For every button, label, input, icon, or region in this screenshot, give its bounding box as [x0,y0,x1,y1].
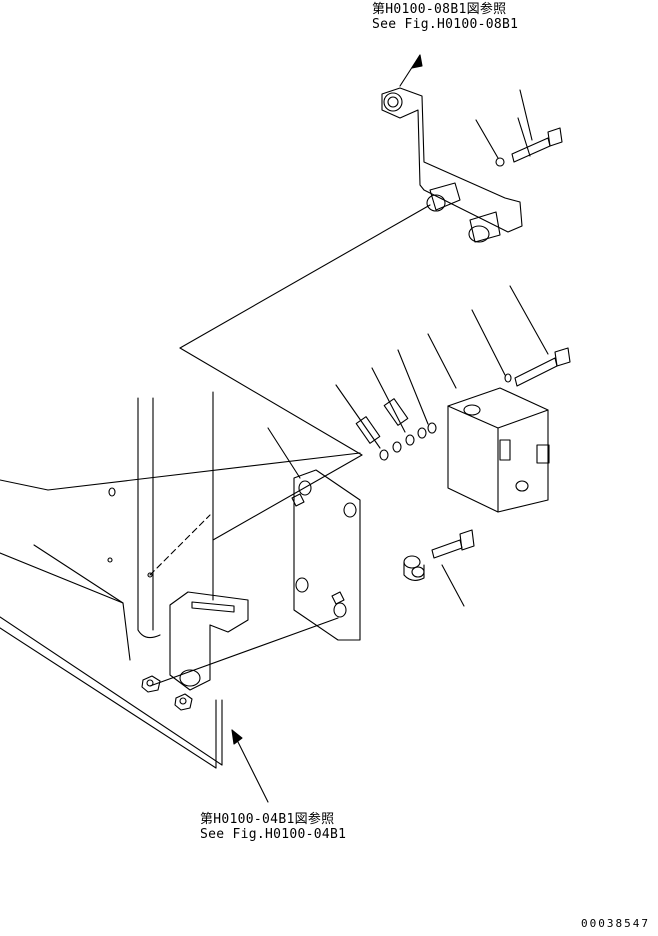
nuts [142,676,192,710]
bottom-reference-arrow [232,730,268,802]
top-bolt [476,90,562,166]
valve-bolt [472,286,570,386]
reference-top: 第H0100-08B1図参照 See Fig.H0100-08B1 [372,2,518,32]
clamp-bracket [150,592,338,690]
reference-bottom: 第H0100-04B1図参照 See Fig.H0100-04B1 [200,812,346,842]
reference-bottom-en: See Fig.H0100-04B1 [200,827,347,842]
reference-bottom-jp: 第H0100-04B1図参照 [200,812,335,827]
reference-top-en: See Fig.H0100-08B1 [372,17,519,32]
document-number: 00038547 [581,917,650,930]
frame-body [0,392,360,768]
upper-bracket [382,55,522,242]
reference-top-jp: 第H0100-08B1図参照 [372,2,507,17]
valve-block [428,334,549,512]
o-rings [336,350,436,460]
spacer-bolt [404,530,474,606]
leader-triangle [180,205,430,540]
mounting-plate [268,428,360,640]
